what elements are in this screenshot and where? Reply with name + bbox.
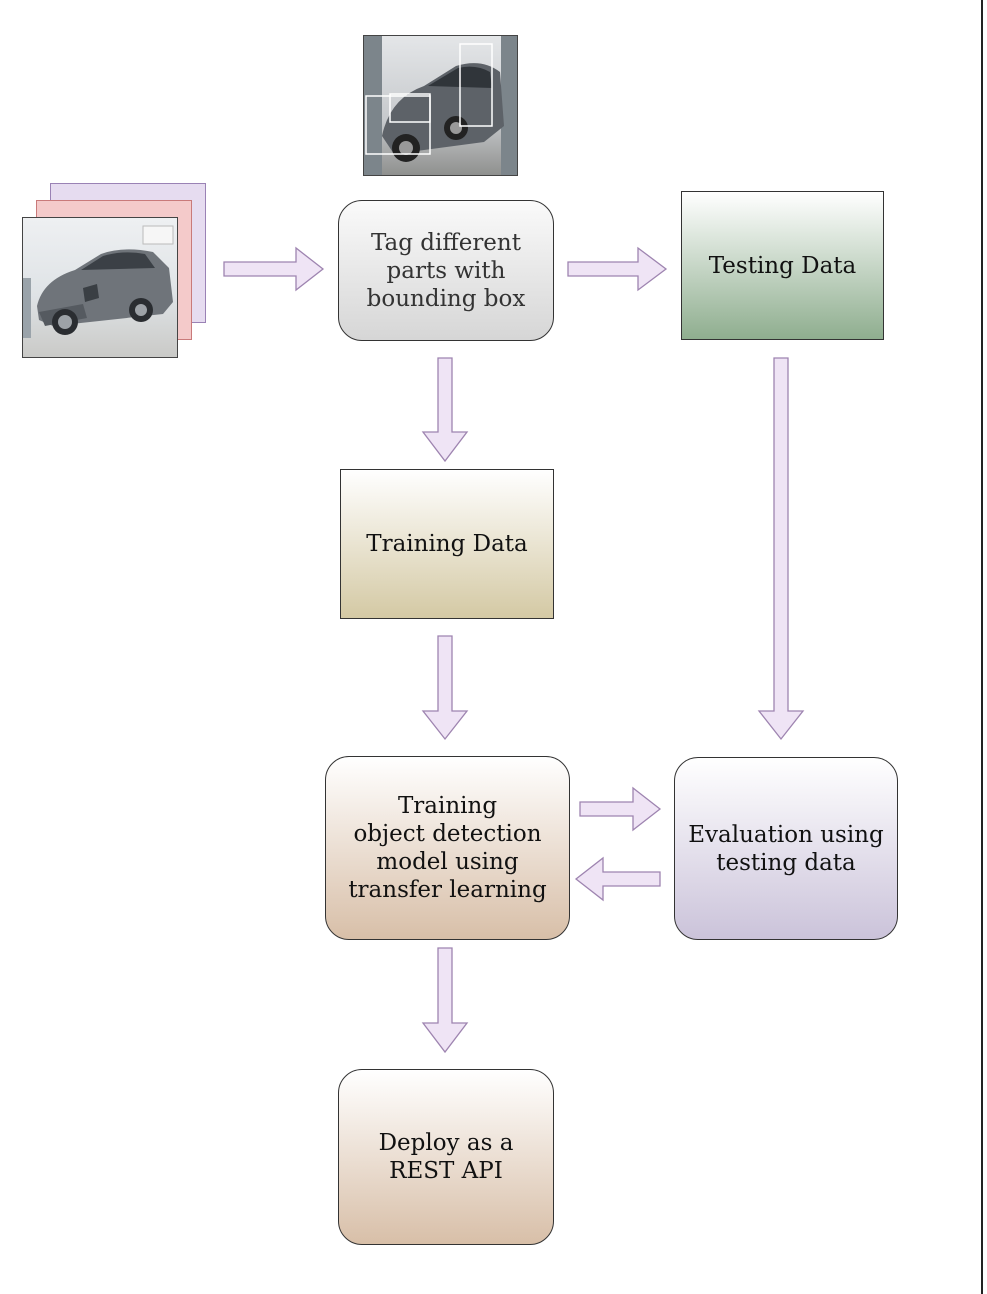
arrow-images-to-tag bbox=[223, 246, 325, 292]
evaluation-label: Evaluation using testing data bbox=[688, 821, 884, 876]
page-border-right bbox=[981, 0, 983, 1294]
arrow-model-to-deploy bbox=[421, 947, 469, 1054]
train-model-node: Training object detection model using tr… bbox=[325, 756, 570, 940]
arrow-model-to-evaluation bbox=[579, 786, 662, 832]
training-data-node: Training Data bbox=[340, 469, 554, 619]
tag-bounding-box-label: Tag different parts with bounding box bbox=[366, 229, 526, 312]
deploy-label: Deploy as a REST API bbox=[378, 1130, 514, 1184]
train-model-label: Training object detection model using tr… bbox=[348, 793, 547, 903]
damaged-car-photo bbox=[22, 217, 178, 358]
evaluation-node: Evaluation using testing data bbox=[674, 757, 898, 940]
arrow-testing-to-evaluation bbox=[757, 357, 805, 741]
annotated-car-photo bbox=[363, 35, 518, 176]
arrow-evaluation-to-model bbox=[574, 856, 661, 902]
arrow-training-data-to-model bbox=[421, 635, 469, 741]
deploy-node: Deploy as a REST API bbox=[338, 1069, 554, 1245]
tag-bounding-box-node: Tag different parts with bounding box bbox=[338, 200, 554, 341]
testing-data-label: Testing Data bbox=[708, 252, 857, 279]
arrow-tag-to-testing bbox=[567, 246, 668, 292]
testing-data-node: Testing Data bbox=[681, 191, 884, 340]
training-data-label: Training Data bbox=[366, 531, 528, 557]
arrow-tag-to-training-data bbox=[421, 357, 469, 463]
